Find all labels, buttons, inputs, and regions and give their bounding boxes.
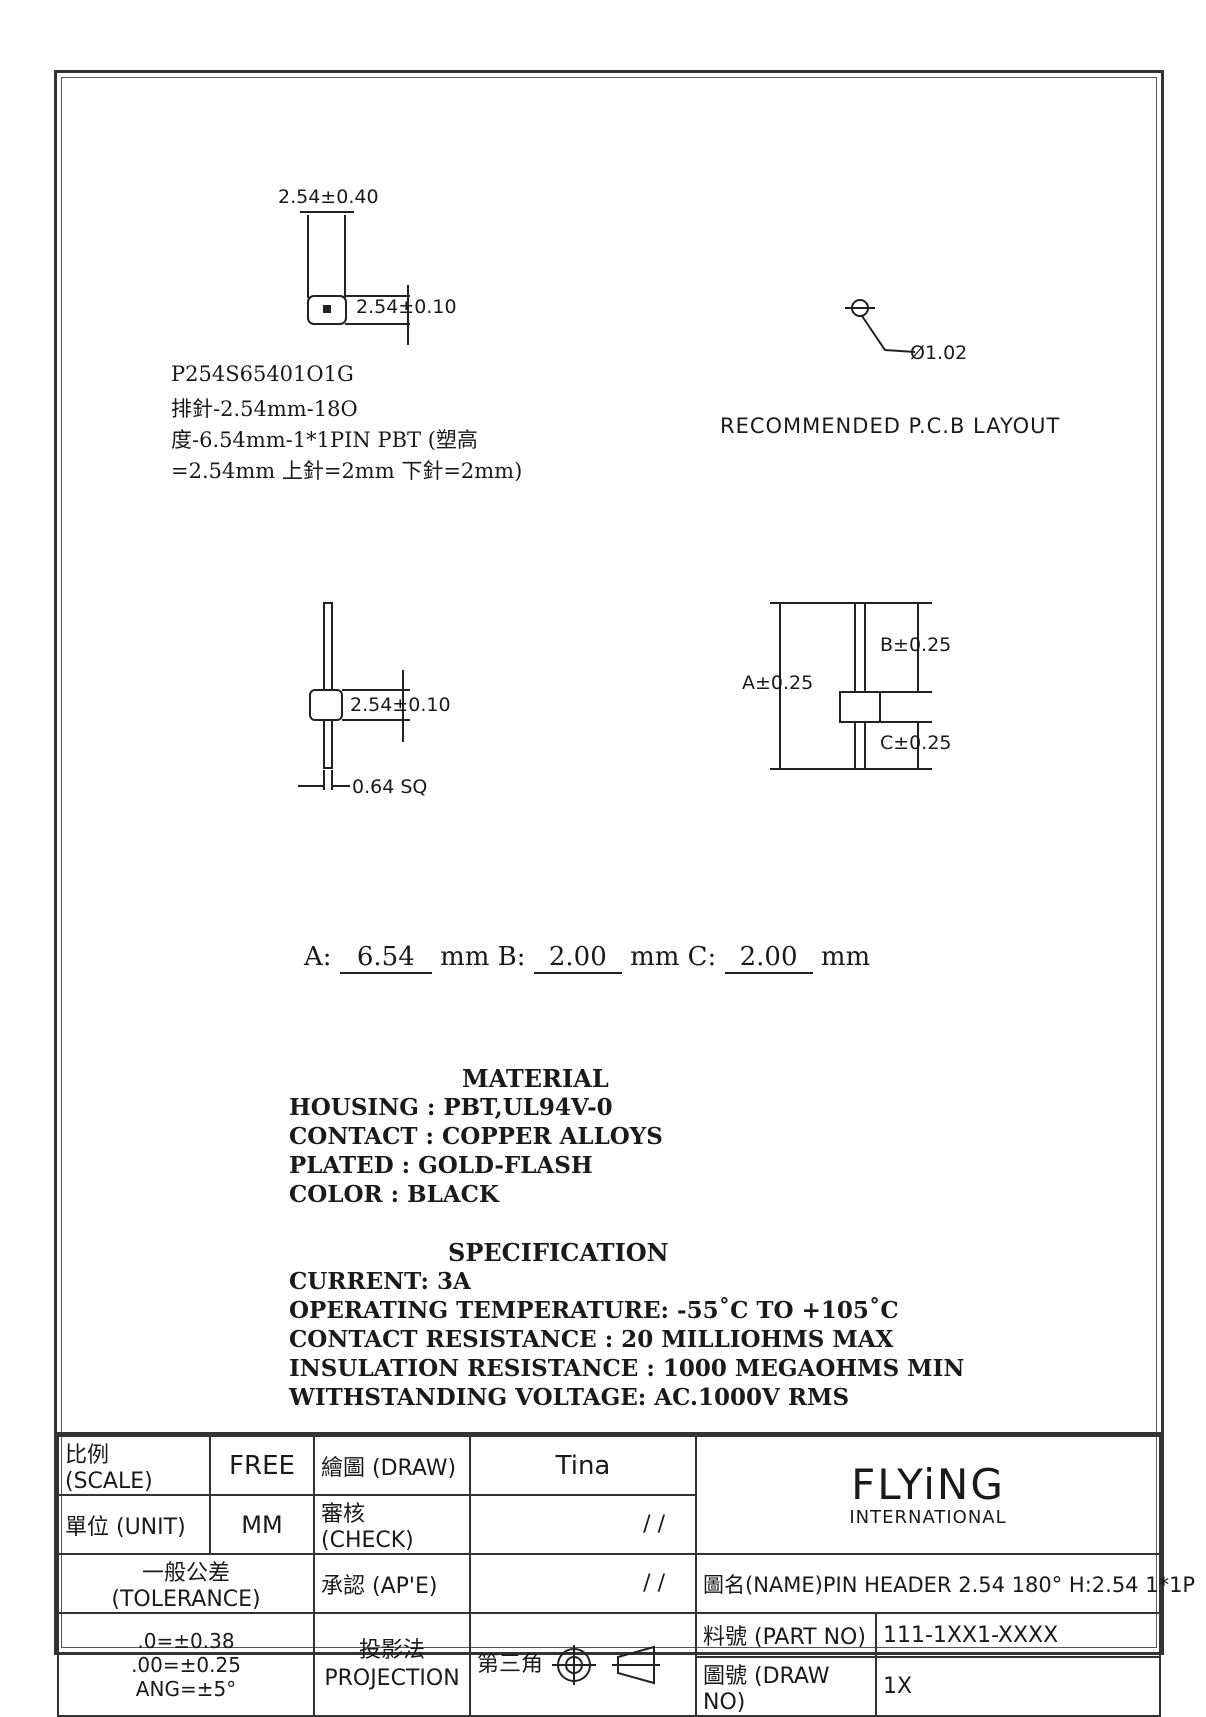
scale-value: FREE [209,1435,315,1496]
tolerance-angle: ANG=±5° [135,1676,237,1701]
unit-label: 單位 (UNIT) [57,1494,211,1555]
hole-diameter: Ø1.02 [910,342,968,364]
a-value: 6.54 [339,942,432,974]
projection-cn: 投影法 [358,1637,425,1663]
logo-sub: INTERNATIONAL [849,1506,1007,1528]
part-desc-line3: 度-6.54mm-1*1PIN PBT (塑高 [171,428,478,452]
b-prefix: B: [497,942,526,972]
housing-tolerance-top: 2.54±0.10 [356,296,457,318]
part-desc-line4: =2.54mm 上針=2mm 下針=2mm) [171,459,523,483]
title-block: 比例 (SCALE) FREE 繪圖 (DRAW) Tina FLYiNG IN… [57,1432,1195,1717]
c-unit: mm [820,942,871,972]
third-angle-label: 第三角 [477,1651,544,1677]
a-unit: mm [440,942,490,972]
projection-en: PROJECTION [324,1665,460,1691]
check-label: 審核 (CHECK) [313,1494,471,1555]
c-value: 2.00 [724,942,813,974]
c-prefix: C: [687,942,717,972]
projection-label: 投影法 PROJECTION [313,1612,471,1717]
spec-temperature: OPERATING TEMPERATURE: -55˚C TO +105˚C [289,1297,899,1324]
pitch-tolerance: 2.54±0.40 [278,186,379,208]
dimension-a-label: A±0.25 [742,672,814,694]
part-desc-line2: 排針-2.54mm-18O [171,397,358,421]
tolerance-label: 一般公差 (TOLERANCE) [57,1553,315,1614]
tolerance-one-decimal: .0=±0.38 [137,1628,235,1653]
company-logo: FLYiNG INTERNATIONAL [695,1435,1161,1555]
part-no-value: 111-1XX1-XXXX [875,1612,1161,1658]
draw-no-value: 1X [875,1656,1161,1717]
projection-symbol-cell: 第三角 [469,1612,697,1717]
housing-tolerance-side: 2.54±0.10 [350,694,451,716]
material-title: MATERIAL [462,1064,609,1093]
b-value: 2.00 [533,942,622,974]
part-no-label: 料號 (PART NO) [695,1612,877,1658]
material-housing: HOUSING : PBT,UL94V-0 [289,1094,613,1121]
dimension-b-label: B±0.25 [880,634,952,656]
tolerance-two-decimal: .00=±0.25 [131,1652,241,1677]
a-prefix: A: [304,942,332,972]
material-color: COLOR : BLACK [289,1181,499,1208]
tolerance-values: .0=±0.38 .00=±0.25 ANG=±5° [57,1612,315,1717]
unit-value: MM [209,1494,315,1555]
material-contact: CONTACT : COPPER ALLOYS [289,1123,663,1150]
ape-value: / / [469,1553,697,1614]
check-value: / / [469,1494,697,1555]
draw-no-label: 圖號 (DRAW NO) [695,1656,877,1717]
ape-label: 承認 (AP'E) [313,1553,471,1614]
third-angle-projection-icon [552,1644,661,1685]
dimension-c-label: C±0.25 [880,732,952,754]
material-plated: PLATED : GOLD-FLASH [289,1152,593,1179]
pcb-layout-caption: RECOMMENDED P.C.B LAYOUT [720,414,1061,438]
specification-title: SPECIFICATION [448,1238,669,1267]
pin-size: 0.64 SQ [352,776,428,798]
spec-withstanding-voltage: WITHSTANDING VOLTAGE: AC.1000V RMS [289,1384,850,1411]
b-unit: mm [630,942,680,972]
scale-label: 比例 (SCALE) [57,1435,211,1496]
drawing-name: 圖名(NAME)PIN HEADER 2.54 180° H:2.54 1*1P [695,1553,1195,1614]
draw-label: 繪圖 (DRAW) [313,1435,471,1496]
spec-insulation-resistance: INSULATION RESISTANCE : 1000 MEGAOHMS MI… [289,1355,965,1382]
draw-value: Tina [469,1435,697,1496]
abc-values: A: 6.54 mm B: 2.00 mm C: 2.00 mm [304,942,870,974]
spec-current: CURRENT: 3A [289,1268,471,1295]
spec-contact-resistance: CONTACT RESISTANCE : 20 MILLIOHMS MAX [289,1326,894,1353]
part-desc-line1: P254S65401O1G [171,362,354,386]
logo-main: FLYiNG [851,1459,1005,1509]
